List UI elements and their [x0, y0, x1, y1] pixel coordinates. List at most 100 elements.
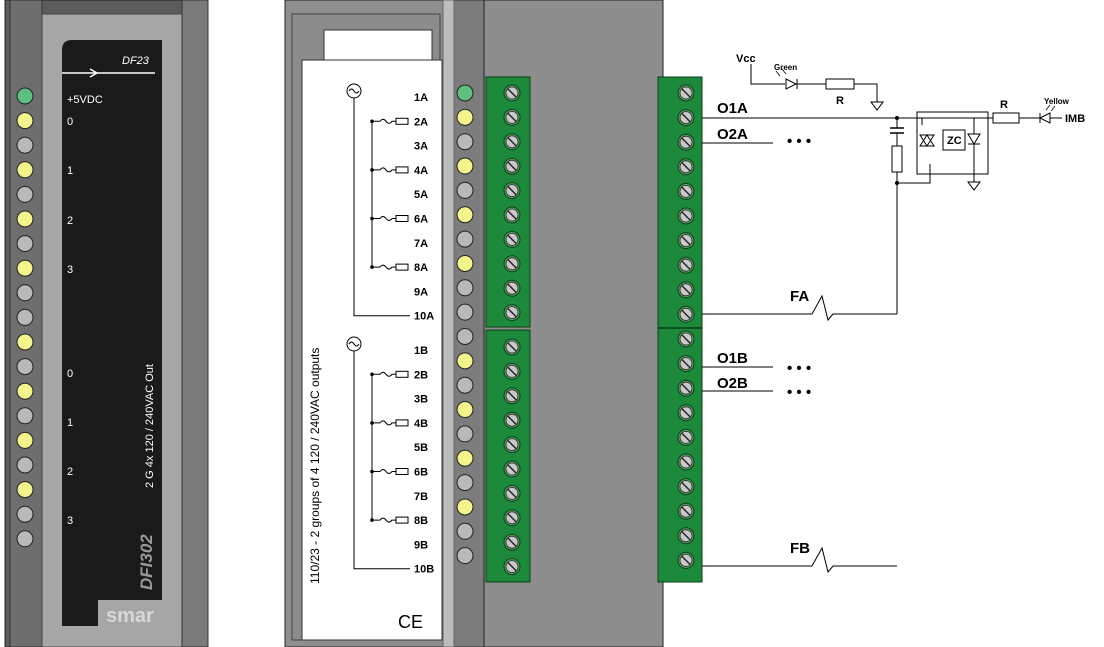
strip-screw-5	[677, 182, 695, 200]
triac-icon-1	[919, 134, 935, 147]
strip-screw-14	[677, 404, 695, 422]
strip-screw-3	[677, 133, 695, 151]
panel-screw-a-6	[503, 206, 521, 224]
panel-screws	[503, 84, 521, 576]
pin-label-2b: 2B	[414, 369, 428, 381]
panel-screw-a-5	[503, 182, 521, 200]
strip-screw-13	[677, 379, 695, 397]
pin-label-4b: 4B	[414, 418, 428, 430]
output-schematic: Vcc Green R O1A O2A • • • ZC	[657, 53, 1085, 583]
strip-screw-4	[677, 158, 695, 176]
strip-screw-2	[677, 109, 695, 127]
group-a-num-0: 0	[67, 116, 73, 128]
panel-led-9	[456, 279, 474, 297]
strip-screw-18	[677, 502, 695, 520]
module-led-1	[16, 87, 34, 105]
panel-led-1	[456, 84, 474, 102]
pin-label-5a: 5A	[414, 189, 428, 201]
panel-screw-a-2	[503, 108, 521, 126]
ssr-in-wire	[897, 117, 923, 125]
strip-screw-20	[677, 551, 695, 569]
module-led-10	[16, 308, 34, 326]
panel-led-17	[456, 474, 474, 492]
pin-label-9b: 9B	[414, 539, 428, 551]
r1-resistor	[825, 78, 855, 90]
fa-fuse-line	[702, 294, 897, 322]
module-led-column	[16, 87, 34, 548]
panel-led-20	[456, 547, 474, 565]
group-b-num-1: 1	[67, 417, 73, 429]
panel-led-2	[456, 108, 474, 126]
panel-side-label: 110/23 - 2 groups of 4 120 / 240VAC outp…	[308, 348, 322, 584]
ground-icon-1	[870, 101, 884, 111]
strip-screw-17	[677, 478, 695, 496]
module-led-6	[16, 210, 34, 228]
panel-screw-b-5	[503, 436, 521, 454]
panel-screw-b-8	[503, 509, 521, 527]
pin-label-6b: 6B	[414, 467, 428, 479]
panel-label-window	[323, 29, 433, 61]
panel-screw-a-7	[503, 230, 521, 248]
panel-led-3	[456, 133, 474, 151]
panel-led-18	[456, 498, 474, 516]
module-led-17	[16, 481, 34, 499]
module-led-14	[16, 407, 34, 425]
yellow-led-rays	[1045, 104, 1056, 112]
panel-pin-labels: 1A2A3A4A5A6A7A8A9A10A1B2B3B4B5B6B7B8B9B1…	[346, 83, 434, 576]
o1b-ellipsis: • • •	[787, 360, 811, 377]
panel-screw-a-3	[503, 133, 521, 151]
pin-label-9a: 9A	[414, 286, 428, 298]
pin-label-8b: 8B	[414, 515, 428, 527]
brand-logo: smar	[106, 605, 154, 627]
model-arrow-icon	[89, 68, 99, 78]
power-label: +5VDC	[67, 94, 103, 106]
r1-label: R	[836, 95, 844, 107]
panel-led-11	[456, 328, 474, 345]
brand-model: DFI302	[137, 534, 156, 590]
pin-label-7a: 7A	[414, 238, 428, 250]
module-led-9	[16, 284, 34, 302]
pin-label-3a: 3A	[414, 141, 428, 153]
strip-screw-6	[677, 207, 695, 225]
pin-label-1a: 1A	[414, 92, 428, 104]
module-led-11	[16, 333, 34, 351]
strip-screw-16	[677, 453, 695, 471]
ssr-box	[916, 111, 989, 175]
strip-screw-12	[677, 355, 695, 373]
ground-icon-2	[967, 181, 981, 191]
yellow-led-icon	[1038, 112, 1051, 124]
pin-label-5b: 5B	[414, 442, 428, 454]
panel-screw-b-1	[503, 338, 521, 356]
panel-screw-b-10	[503, 558, 521, 576]
panel-led-16	[456, 449, 474, 467]
ce-mark: CE	[398, 612, 423, 632]
o2a-label: O2A	[717, 126, 748, 143]
module-led-12	[16, 358, 34, 376]
panel-led-15	[456, 425, 474, 443]
panel-led-7	[456, 230, 474, 248]
r2-label: R	[1000, 99, 1008, 111]
strip-screw-19	[677, 527, 695, 545]
strip-screw-1	[677, 84, 695, 102]
panel-led-13	[456, 376, 474, 394]
panel-led-5	[456, 181, 474, 199]
opto-diode-icon	[967, 133, 981, 145]
o2a-ellipsis: • • •	[787, 133, 811, 150]
zc-box	[942, 129, 966, 151]
strip-screws	[677, 84, 695, 569]
module-led-7	[16, 235, 34, 253]
strip-screw-10	[677, 305, 695, 323]
module-led-18	[16, 505, 34, 523]
group-a-num-1: 1	[67, 165, 73, 177]
panel-led-4	[456, 157, 474, 175]
module-led-16	[16, 456, 34, 474]
module-right-edge	[181, 0, 209, 647]
green-led-rays	[775, 68, 787, 77]
pin-label-2a: 2A	[414, 116, 428, 128]
r1-ground-wire	[854, 83, 878, 102]
pin-label-7b: 7B	[414, 491, 428, 503]
panel-led-14	[456, 401, 474, 419]
